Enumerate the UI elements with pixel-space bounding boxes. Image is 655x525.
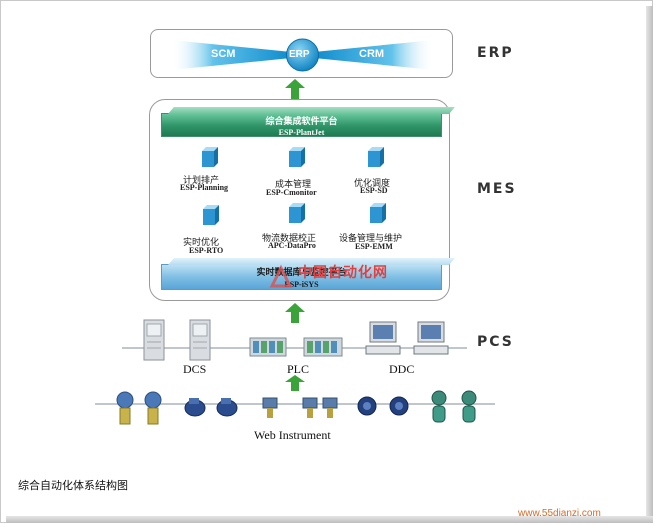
frame-shadow-right: [646, 6, 653, 523]
source-url: www.55dianzi.com: [518, 508, 601, 519]
platform-bottom-en: ESP-iSYS: [284, 280, 319, 289]
ddc-computer-icon: [413, 321, 449, 355]
module-cube-icon: [289, 203, 305, 223]
module-sd-cn: 优化调度: [354, 179, 391, 189]
pressure-transmitter-icon: [116, 391, 134, 425]
erp-scm-label: SCM: [211, 48, 236, 60]
module-emm-cn: 设备管理与维护: [339, 234, 403, 244]
module-emm-en: ESP-EMM: [355, 242, 393, 251]
module-datapro-en: APC-DataPro: [268, 241, 316, 250]
module-cube-icon: [203, 205, 219, 225]
valve-actuator-icon: [302, 397, 318, 418]
module-cmonitor-en: ESP-Cmonitor: [266, 188, 317, 197]
arrow-field-to-pcs: [285, 375, 305, 391]
frame-shadow-bottom: [6, 516, 653, 523]
level-meter-icon: [389, 396, 409, 416]
flow-meter-icon: [184, 398, 206, 417]
platform-bar-top: 综合集成软件平台 ESP-PlantJet: [161, 113, 442, 137]
dcs-cabinet-icon: [143, 319, 165, 361]
module-planning-en: ESP-Planning: [180, 183, 229, 192]
layer-label-pcs: PCS: [477, 334, 514, 350]
platform-top-cn: 综合集成软件平台: [265, 117, 338, 127]
valve-actuator-icon: [262, 397, 278, 418]
magnetic-flowmeter-icon: [461, 390, 477, 423]
plc-rack-icon: [303, 337, 343, 357]
erp-crm-label: CRM: [359, 48, 385, 60]
arrow-mes-to-erp: [285, 79, 305, 99]
pcs-plc-label: PLC: [287, 362, 310, 376]
level-meter-icon: [357, 396, 377, 416]
module-cube-icon: [202, 147, 218, 167]
module-planning-cn: 计划排产: [183, 176, 220, 186]
pcs-dcs-label: DCS: [183, 362, 207, 376]
platform-top-en: ESP-PlantJet: [278, 128, 325, 137]
field-instrument-label: Web Instrument: [254, 428, 331, 442]
module-rto-cn: 实时优化: [183, 238, 220, 248]
watermark-text: 中国自动化网: [298, 265, 388, 281]
platform-bar-bottom: 实时数据库与监控平台 ESP-iSYS: [161, 264, 442, 290]
arrow-pcs-to-mes: [285, 303, 305, 323]
valve-actuator-icon: [322, 397, 338, 418]
erp-band: [171, 38, 434, 72]
module-rto-en: ESP-RTO: [189, 246, 224, 255]
flow-meter-icon: [216, 398, 238, 417]
erp-center-label: ERP: [289, 49, 310, 60]
figure-caption: 综合自动化体系结构图: [18, 479, 128, 492]
layer-label-erp: ERP: [477, 45, 514, 61]
erp-box: SCM ERP CRM: [150, 29, 453, 78]
pcs-ddc-label: DDC: [389, 362, 415, 376]
watermark-logo-icon: [269, 264, 293, 288]
module-sd-en: ESP-SD: [360, 186, 388, 195]
ddc-computer-icon: [365, 321, 401, 355]
module-datapro-cn: 物流数据校正: [262, 234, 317, 244]
platform-bottom-cn: 实时数据库与监控平台: [256, 268, 347, 278]
module-cube-icon: [289, 147, 305, 167]
module-cmonitor-cn: 成本管理: [275, 180, 312, 190]
pcs-network: [122, 319, 467, 361]
magnetic-flowmeter-icon: [431, 390, 447, 423]
pressure-transmitter-icon: [144, 391, 162, 425]
module-cube-icon: [368, 147, 384, 167]
plc-rack-icon: [249, 337, 287, 357]
dcs-cabinet-icon: [189, 319, 211, 361]
field-instrument-bus: [95, 390, 495, 425]
layer-label-mes: MES: [477, 181, 517, 197]
module-cube-icon: [370, 203, 386, 223]
